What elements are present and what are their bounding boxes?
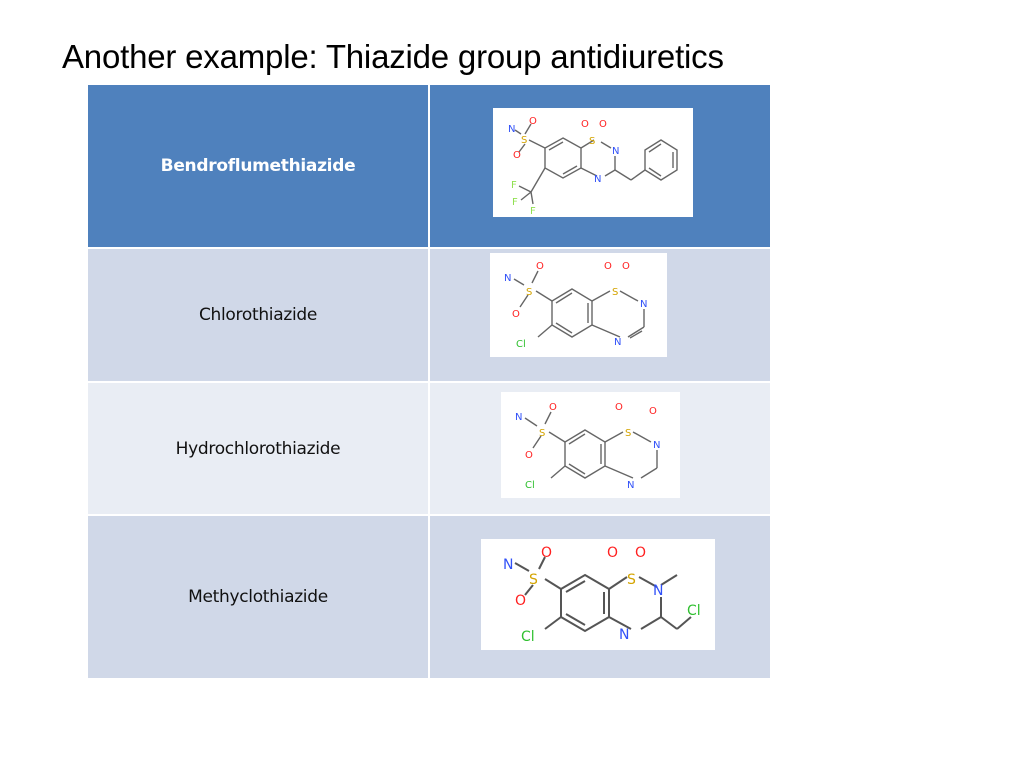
svg-text:Cl: Cl <box>521 629 535 645</box>
chlorothiazide-structure-icon: N S O O S O O N N Cl <box>489 253 667 357</box>
bendroflumethiazide-structure-icon: N S O O S O O N N F F F <box>493 107 693 217</box>
svg-text:O: O <box>549 402 557 413</box>
svg-text:O: O <box>607 545 618 561</box>
svg-text:F: F <box>530 206 536 217</box>
svg-text:N: N <box>504 273 511 284</box>
svg-text:O: O <box>513 150 521 161</box>
structure-cell: N S O O S O O N N Cl Cl <box>430 516 770 678</box>
svg-text:S: S <box>612 287 618 298</box>
drug-table: Bendroflumethiazide <box>88 85 770 678</box>
svg-text:O: O <box>599 119 607 130</box>
svg-text:N: N <box>614 337 621 348</box>
drug-name-cell: Hydrochlorothiazide <box>88 383 428 514</box>
svg-text:N: N <box>640 299 647 310</box>
structure-cell: N S O O S O O N N F F F <box>430 85 770 247</box>
svg-text:S: S <box>521 135 527 146</box>
svg-text:F: F <box>512 197 518 208</box>
svg-text:O: O <box>541 545 552 561</box>
svg-text:N: N <box>627 480 634 491</box>
drug-name-cell: Chlorothiazide <box>88 249 428 381</box>
drug-name: Chlorothiazide <box>198 305 318 325</box>
svg-text:N: N <box>653 440 660 451</box>
drug-name-cell: Bendroflumethiazide <box>88 85 428 247</box>
structure-cell: N S O O S O O N N Cl <box>430 383 770 514</box>
svg-text:N: N <box>619 627 629 643</box>
drug-name: Methyclothiazide <box>188 587 328 607</box>
svg-text:Cl: Cl <box>525 480 535 491</box>
svg-text:O: O <box>581 119 589 130</box>
svg-text:N: N <box>503 557 513 573</box>
svg-text:S: S <box>589 136 595 147</box>
svg-text:S: S <box>627 572 636 588</box>
drug-name: Bendroflumethiazide <box>160 156 356 176</box>
svg-text:O: O <box>615 402 623 413</box>
svg-text:O: O <box>536 261 544 272</box>
svg-text:N: N <box>508 124 515 135</box>
svg-text:N: N <box>594 174 601 185</box>
svg-text:S: S <box>526 287 532 298</box>
svg-text:N: N <box>612 146 619 157</box>
svg-text:O: O <box>515 593 526 609</box>
svg-text:O: O <box>649 406 657 417</box>
svg-text:F: F <box>511 180 517 191</box>
methyclothiazide-structure-icon: N S O O S O O N N Cl Cl <box>481 538 715 650</box>
svg-text:S: S <box>529 572 538 588</box>
svg-text:O: O <box>525 450 533 461</box>
svg-text:O: O <box>512 309 520 320</box>
svg-text:Cl: Cl <box>687 603 701 619</box>
structure-cell: N S O O S O O N N Cl <box>430 249 770 381</box>
drug-name-cell: Methyclothiazide <box>88 516 428 678</box>
svg-text:N: N <box>653 583 663 599</box>
svg-text:S: S <box>539 428 545 439</box>
svg-text:O: O <box>622 261 630 272</box>
drug-name: Hydrochlorothiazide <box>175 438 341 459</box>
slide-title: Another example: Thiazide group antidiur… <box>62 38 724 75</box>
svg-text:Cl: Cl <box>516 339 526 350</box>
svg-text:O: O <box>529 116 537 127</box>
svg-text:O: O <box>604 261 612 272</box>
svg-text:N: N <box>515 412 522 423</box>
svg-text:O: O <box>635 545 646 561</box>
svg-text:S: S <box>625 428 631 439</box>
hydrochlorothiazide-structure-icon: N S O O S O O N N Cl <box>500 391 680 498</box>
